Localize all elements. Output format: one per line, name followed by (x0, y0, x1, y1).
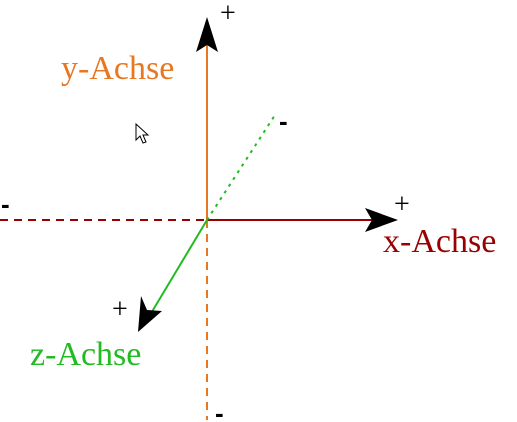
mouse-pointer-icon (135, 122, 150, 144)
x-positive-sign: + (394, 189, 410, 220)
z-positive-sign: + (112, 294, 128, 325)
z-axis-positive-line (149, 219, 208, 316)
y-negative-sign: - (215, 398, 224, 422)
z-axis-negative-line (206, 114, 276, 221)
z-negative-sign: - (279, 106, 288, 136)
z-axis-label: z-Achse (30, 336, 141, 373)
y-axis-arrowhead (196, 17, 218, 52)
x-axis-arrowhead (365, 208, 398, 232)
y-positive-sign: + (220, 0, 236, 29)
y-axis-label: y-Achse (61, 50, 174, 87)
z-axis-arrowhead (138, 296, 162, 332)
x-negative-sign: - (1, 189, 10, 219)
x-axis-label: x-Achse (383, 223, 496, 260)
